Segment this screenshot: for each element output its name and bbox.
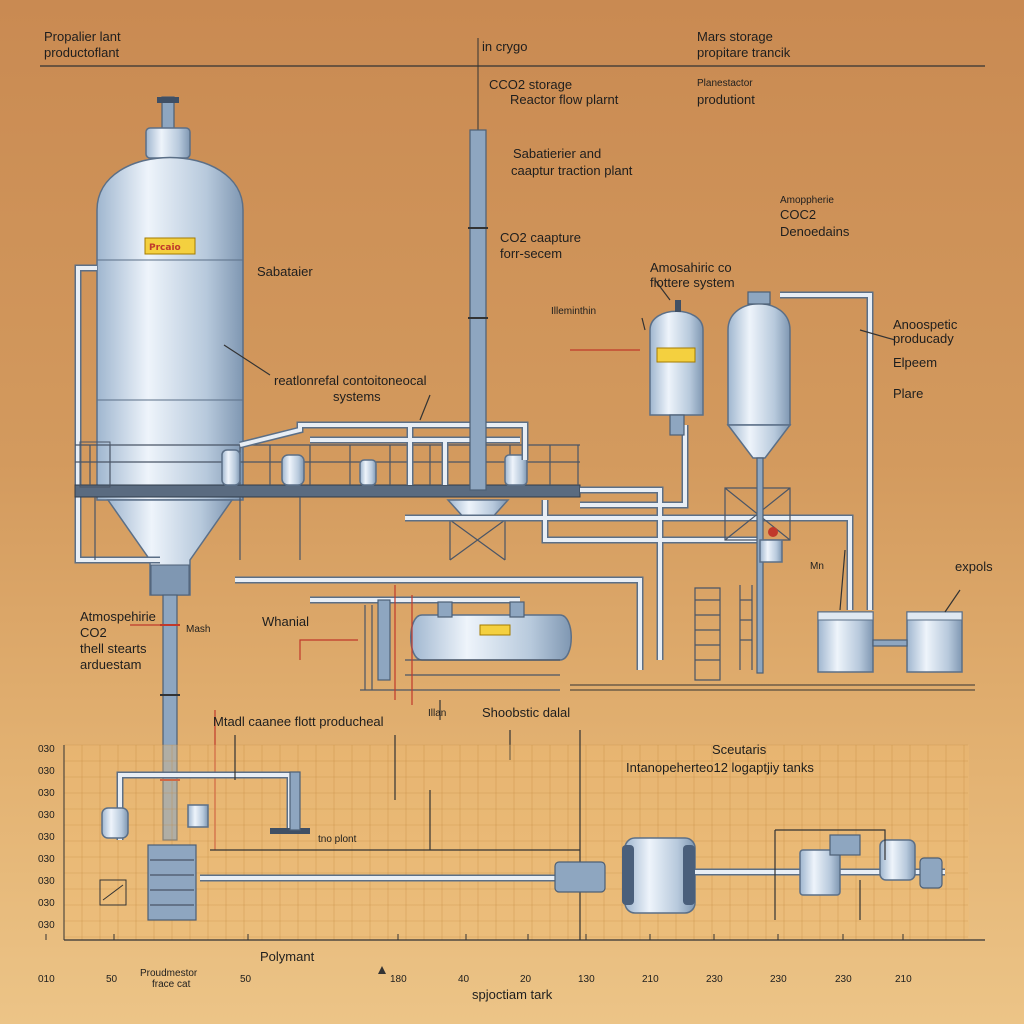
label-co2-storage: CCO2 storage [489,77,572,92]
y-tick-label: 030 [38,854,55,865]
horizontal-drum [360,599,572,691]
label-plane-production-2: produtiont [697,92,755,107]
x-tick-label: 210 [642,974,659,985]
x-tick-label: 130 [578,974,595,985]
label-spjoctiam-tank: spjoctiam tark [472,987,553,1002]
x-tick-label: 230 [835,974,852,985]
label-atmos-co-1: Amosahiric co [650,260,732,275]
label-top-right-2: propitare trancik [697,45,791,60]
x-tick-label: 230 [706,974,723,985]
main-platform [74,441,581,560]
pressure-tag: Prcaio [149,243,181,253]
y-tick-label: 030 [38,898,55,909]
x-tick-label: 20 [520,974,532,985]
label-whanial: Whanial [262,614,309,629]
label-top-right-1: Mars storage [697,29,773,44]
y-tick-label: 030 [38,876,55,887]
y-tick-label: 030 [38,744,55,755]
label-sabatier: Sabataier [257,264,313,279]
label-plare: Plare [893,386,923,401]
label-sabatier-capture-1: Sabatierier and [513,146,601,161]
x-tick-label: 180 [390,974,407,985]
label-reactor-flow: Reactor flow plarnt [510,92,619,107]
label-plane-production-1: Planestactor [697,78,753,89]
axis-ticks: 010 50 50 180 40 20 130 210 230 230 230 210 030 030 03… [38,744,912,985]
label-atmos-co2-left-1: Atmospehirie [80,609,156,624]
label-co2-capture-1: CO2 caapture [500,230,581,245]
label-amospperie-1: Amoppherie [780,195,834,206]
x-tick-label: 010 [38,974,55,985]
atmospheric-vessel-tall [724,291,792,674]
y-tick-label: 030 [38,810,55,821]
signal-wires [130,349,640,850]
label-anosopetic-2: producady [893,331,954,346]
label-top-left-1: Propalier lant [44,29,121,44]
y-tick-label: 030 [38,920,55,931]
y-tick-label: 030 [38,766,55,777]
x-tick-label: 230 [770,974,787,985]
x-tick-label: 40 [458,974,470,985]
label-sabatier-capture-2: caaptur traction plant [511,163,633,178]
x-tick-label: 210 [895,974,912,985]
label-amospperie-2: COC2 [780,207,816,222]
sabatier-reactor-tank: Prcaio [96,96,244,841]
label-co2-capture-2: forr-secem [500,246,562,261]
label-expols: expols [955,559,993,574]
capture-column [446,38,510,561]
label-amospperie-3: Denoedains [780,224,850,239]
label-mn: Mn [810,561,824,572]
label-scutaris: Sceutaris [712,742,767,757]
elevated-return-pipe [780,291,874,610]
ladder-frame [694,587,721,681]
ground-line [570,684,975,691]
label-polyment: Polymant [260,949,315,964]
atmospheric-vessel-small [649,300,704,436]
axis-sub-label-1: Proudmestor [140,968,198,979]
label-top-left-2: productoflant [44,45,120,60]
axis-sub-label-2: frace cat [152,979,191,990]
label-atmos-co2-left-4: arduestam [80,657,141,672]
label-flow-product: Mtadl caanee flott producheal [213,714,384,729]
axis-marker-icon [378,966,386,974]
label-illan: Illan [428,708,446,719]
label-elpeem: Elpeem [893,355,937,370]
label-atmos-co2-left-3: thell stearts [80,641,147,656]
x-tick-label: 50 [106,974,118,985]
label-illeminthin: Illeminthin [551,306,596,317]
lower-process-line [99,730,945,940]
label-atmos-co-2: flottere system [650,275,735,290]
label-shoobstic: Shoobstic dalal [482,705,570,720]
storage-tanks-right [817,611,963,673]
label-tno-plont: tno plont [318,834,357,845]
label-top-center: in crygo [482,39,528,54]
platform-vessels [221,449,528,486]
x-tick-label: 50 [240,974,252,985]
label-atmos-co2-left-2: CO2 [80,625,107,640]
label-intanopeher-tanks: Intanopeherteo12 logaptjiy tanks [626,760,814,775]
label-anosopetic-1: Anoospetic [893,317,958,332]
y-tick-label: 030 [38,788,55,799]
label-mash: Mash [186,624,210,635]
label-reactor-systems-2: systems [333,389,381,404]
label-reactor-systems-1: reatlonrefal contoitoneocal [274,373,427,388]
y-tick-label: 030 [38,832,55,843]
